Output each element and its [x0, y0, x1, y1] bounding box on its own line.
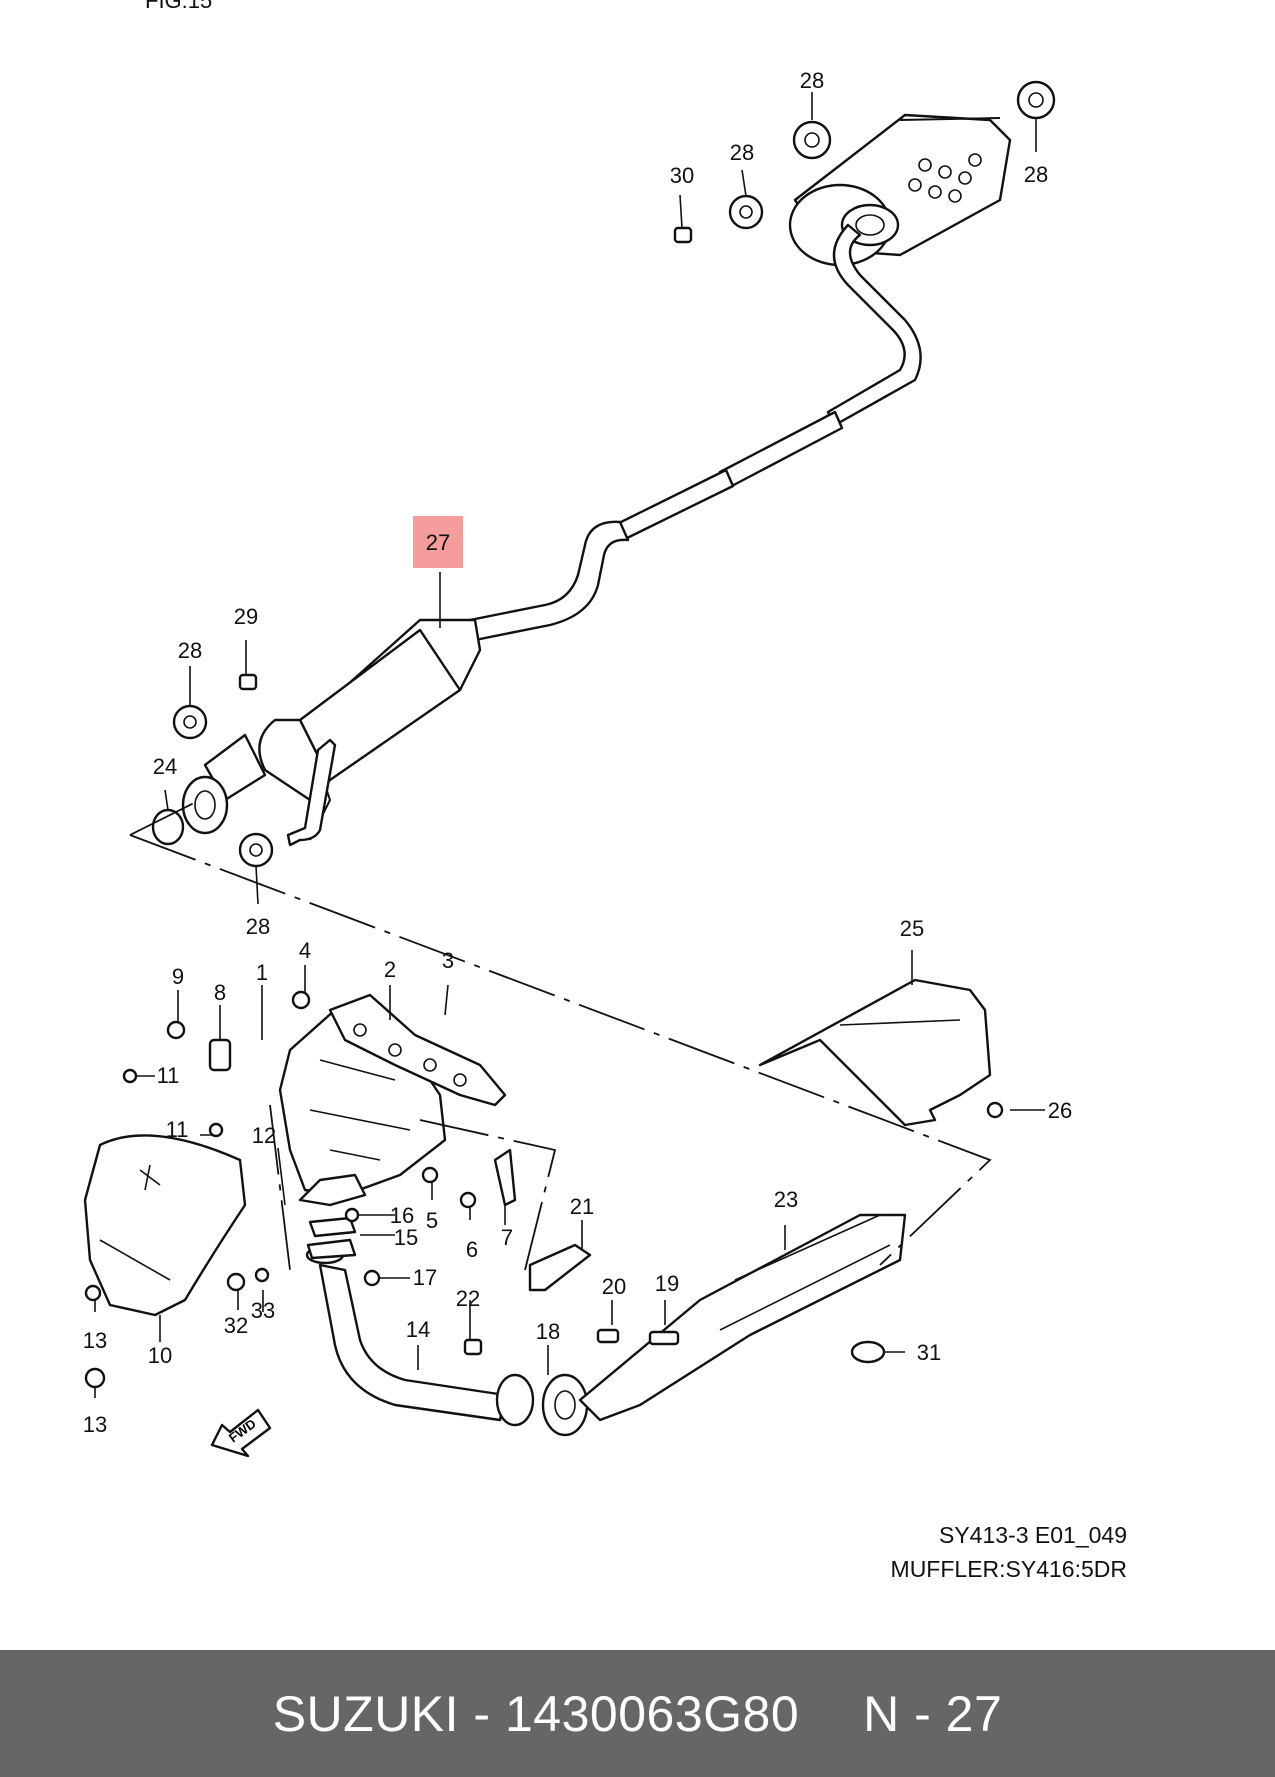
catalytic-converter [578, 1213, 907, 1422]
callout-27-highlighted[interactable]: 27 [426, 530, 450, 555]
fasteners [84, 990, 886, 1389]
callout-11[interactable]: 11 [166, 1117, 189, 1142]
clip-30-icon [673, 226, 693, 244]
callout-32[interactable]: 32 [224, 1313, 248, 1338]
bolt-26-icon [986, 1101, 1004, 1119]
callout-22[interactable]: 22 [456, 1286, 480, 1311]
callout-28[interactable]: 28 [1024, 162, 1048, 187]
callout-17[interactable]: 17 [413, 1265, 437, 1290]
highlight-callout-box[interactable] [413, 516, 463, 568]
center-muffler-part-27 [181, 618, 482, 847]
figure-header-fragment: FIG.15 [145, 0, 212, 13]
callout-28[interactable]: 28 [178, 638, 202, 663]
diagram-code-line-2: MUFFLER:SY416:5DR [890, 1556, 1127, 1582]
leader-lines [94, 92, 1045, 1398]
nut-29-icon [238, 673, 258, 691]
callout-20[interactable]: 20 [602, 1274, 626, 1299]
callout-16[interactable]: 16 [390, 1203, 414, 1228]
callout-24[interactable]: 24 [153, 754, 177, 779]
callout-10[interactable]: 10 [148, 1343, 172, 1368]
manifold-gasket [328, 993, 507, 1107]
manifold-cover [83, 1134, 247, 1317]
callout-21[interactable]: 21 [570, 1194, 594, 1219]
hanger-rubber [172, 80, 1056, 868]
callout-31[interactable]: 31 [917, 1340, 941, 1365]
callout-13[interactable]: 13 [83, 1328, 107, 1353]
callout-28[interactable]: 28 [800, 68, 824, 93]
callout-15[interactable]: 15 [394, 1225, 418, 1250]
callout-7[interactable]: 7 [501, 1225, 513, 1250]
callout-11[interactable]: 11 [157, 1063, 180, 1088]
callout-30[interactable]: 30 [670, 163, 694, 188]
callout-23[interactable]: 23 [774, 1187, 798, 1212]
rear-pipe [826, 223, 922, 427]
callout-6[interactable]: 6 [466, 1237, 478, 1262]
callout-3[interactable]: 3 [442, 948, 454, 973]
exhaust-parts-diagram: FIG.15 [83, 0, 1072, 1458]
callout-14[interactable]: 14 [406, 1317, 430, 1342]
callout-28[interactable]: 28 [730, 140, 754, 165]
footer-bar: SUZUKI - 1430063G80 N - 27 [0, 1650, 1275, 1777]
callout-33[interactable]: 33 [251, 1298, 275, 1323]
callout-18[interactable]: 18 [536, 1319, 560, 1344]
callout-12[interactable]: 12 [252, 1123, 276, 1148]
callouts: 28 28 28 30 28 29 24 28 25 26 4 2 3 9 8 … [83, 68, 1072, 1437]
diagram-code-line-1: SY413-3 E01_049 [939, 1522, 1127, 1548]
footer-brand-part-number: SUZUKI - 1430063G80 [272, 1685, 800, 1742]
callout-2[interactable]: 2 [384, 957, 396, 982]
fwd-arrow-icon: FWD [210, 1408, 272, 1458]
callout-4[interactable]: 4 [299, 938, 311, 963]
diagram-codes: SY413-3 E01_049 MUFFLER:SY416:5DR [891, 1518, 1127, 1586]
callout-1[interactable]: 1 [256, 960, 268, 985]
callout-29[interactable]: 29 [234, 604, 258, 629]
callout-13[interactable]: 13 [83, 1412, 107, 1437]
footer-reference: N - 27 [863, 1685, 1003, 1742]
reference-line [129, 799, 992, 1266]
callout-9[interactable]: 9 [172, 964, 184, 989]
callout-28[interactable]: 28 [246, 914, 270, 939]
callout-26[interactable]: 26 [1048, 1098, 1072, 1123]
heat-shield [758, 978, 992, 1127]
callout-25[interactable]: 25 [900, 916, 924, 941]
callout-8[interactable]: 8 [214, 980, 226, 1005]
callout-5[interactable]: 5 [426, 1208, 438, 1233]
callout-19[interactable]: 19 [655, 1271, 679, 1296]
